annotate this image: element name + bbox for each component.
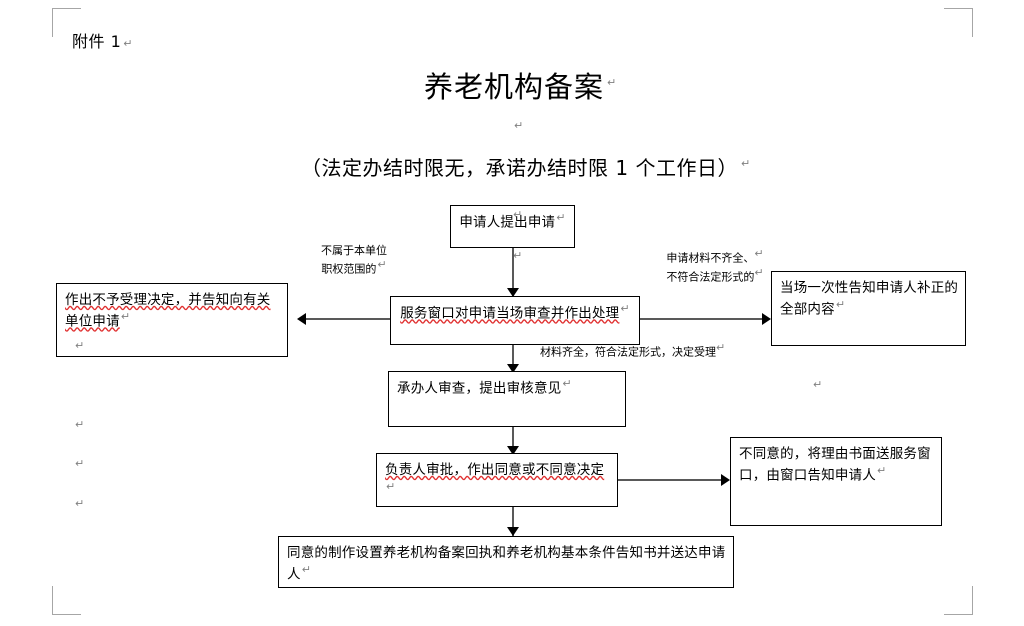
annotation-materials-complete-text: 材料齐全，符合法定形式，决定受理 bbox=[540, 345, 716, 359]
arrowhead-down-icon bbox=[507, 527, 519, 536]
flow-box-disagree-notice: 不同意的，将理由书面送服务窗口，由窗口告知申请人↵ bbox=[730, 437, 942, 526]
connector-leader-approval-to-disagree-notice bbox=[618, 479, 721, 481]
annotation-not-in-scope-line2: 职权范围的↵ bbox=[321, 258, 387, 276]
connector-handler-review-to-leader-approval bbox=[512, 427, 514, 455]
paragraph-mark-icon: ↵ bbox=[877, 464, 887, 477]
annotation-not-in-scope: 不属于本单位 职权范围的↵ bbox=[299, 243, 409, 278]
arrowhead-down-icon bbox=[507, 364, 519, 373]
flow-box-agree-issue: 同意的制作设置养老机构备案回执和养老机构基本条件告知书并送达申请人↵ bbox=[278, 536, 734, 588]
paragraph-mark-icon: ↵ bbox=[514, 119, 524, 132]
flow-box-apply: 申请人提出申请↵ bbox=[450, 205, 575, 248]
arrowhead-right-icon bbox=[721, 474, 730, 486]
flow-box-window-review-label: 服务窗口对申请当场审查并作出处理↵ bbox=[400, 302, 630, 322]
flow-box-leader-approval: 负责人审批，作出同意或不同意决定↵ bbox=[376, 453, 618, 507]
page-subtitle: （法定办结时限无，承诺办结时限 1 个工作日）↵ bbox=[301, 152, 751, 181]
page-subtitle-text: （法定办结时限无，承诺办结时限 1 个工作日） bbox=[301, 156, 738, 180]
margin-corner-bottom-left-icon bbox=[52, 586, 81, 615]
attachment-label-text: 附件 1 bbox=[72, 32, 122, 51]
annotation-materials-incomplete-line2: 不符合法定形式的↵ bbox=[666, 265, 764, 284]
arrowhead-down-icon bbox=[507, 288, 519, 297]
connector-window-review-to-handler-review bbox=[512, 345, 514, 373]
paragraph-mark-icon: ↵ bbox=[813, 378, 823, 391]
margin-corner-bottom-right-icon bbox=[944, 586, 973, 615]
arrowhead-right-icon bbox=[762, 313, 771, 325]
paragraph-mark-icon: ↵ bbox=[75, 497, 85, 510]
paragraph-mark-icon: ↵ bbox=[75, 339, 85, 352]
page-title: 养老机构备案↵ bbox=[424, 64, 617, 106]
flow-box-leader-approval-label: 负责人审批，作出同意或不同意决定↵ bbox=[385, 462, 605, 493]
annotation-not-in-scope-line1: 不属于本单位 bbox=[321, 244, 387, 257]
paragraph-mark-icon: ↵ bbox=[562, 377, 572, 390]
flow-box-reject: 作出不予受理决定，并告知向有关单位申请↵ bbox=[56, 283, 288, 357]
annotation-materials-complete: 材料齐全，符合法定形式，决定受理↵ bbox=[540, 342, 725, 361]
paragraph-mark-icon: ↵ bbox=[75, 457, 85, 470]
paragraph-mark-icon: ↵ bbox=[620, 302, 630, 315]
annotation-materials-incomplete-line1: 申请材料不齐全、↵ bbox=[666, 247, 764, 265]
flow-box-handler-review: 承办人审查，提出审核意见↵ bbox=[388, 371, 626, 427]
arrowhead-down-icon bbox=[507, 446, 519, 455]
paragraph-mark-icon: ↵ bbox=[556, 211, 566, 224]
paragraph-mark-icon: ↵ bbox=[386, 480, 396, 493]
paragraph-mark-icon: ↵ bbox=[513, 208, 523, 221]
connector-apply-to-window-review bbox=[512, 248, 514, 296]
paragraph-mark-icon: ↵ bbox=[123, 37, 133, 50]
paragraph-mark-icon: ↵ bbox=[301, 563, 312, 576]
arrowhead-left-icon bbox=[297, 313, 306, 325]
margin-corner-top-right-icon bbox=[944, 8, 973, 37]
flow-box-apply-label: 申请人提出申请↵ bbox=[459, 211, 566, 231]
paragraph-mark-icon: ↵ bbox=[754, 265, 764, 279]
paragraph-mark-icon: ↵ bbox=[740, 157, 751, 171]
flow-box-window-review: 服务窗口对申请当场审查并作出处理↵ bbox=[390, 296, 640, 345]
flow-box-notify-supplement: 当场一次性告知申请人补正的全部内容↵ bbox=[771, 271, 966, 346]
flow-box-notify-supplement-label: 当场一次性告知申请人补正的全部内容↵ bbox=[780, 280, 959, 318]
paragraph-mark-icon: ↵ bbox=[377, 258, 387, 271]
flow-box-disagree-notice-label: 不同意的，将理由书面送服务窗口，由窗口告知申请人↵ bbox=[739, 446, 931, 484]
connector-leader-approval-to-agree-issue bbox=[512, 507, 514, 536]
connector-window-review-to-reject bbox=[306, 318, 390, 320]
flow-box-agree-issue-label: 同意的制作设置养老机构备案回执和养老机构基本条件告知书并送达申请人↵ bbox=[287, 545, 726, 583]
margin-corner-top-left-icon bbox=[52, 8, 81, 37]
paragraph-mark-icon: ↵ bbox=[835, 298, 846, 311]
paragraph-mark-icon: ↵ bbox=[607, 76, 618, 90]
annotation-materials-incomplete: 申请材料不齐全、↵ 不符合法定形式的↵ bbox=[650, 248, 780, 285]
page-title-text: 养老机构备案 bbox=[424, 70, 605, 104]
paragraph-mark-icon: ↵ bbox=[754, 247, 764, 260]
paragraph-mark-icon: ↵ bbox=[716, 341, 726, 354]
attachment-label: 附件 1↵ bbox=[72, 28, 133, 52]
flow-box-reject-label: 作出不予受理决定，并告知向有关单位申请↵ bbox=[65, 292, 271, 330]
flow-box-handler-review-label: 承办人审查，提出审核意见↵ bbox=[397, 377, 572, 397]
paragraph-mark-icon: ↵ bbox=[75, 418, 85, 431]
paragraph-mark-icon: ↵ bbox=[513, 249, 523, 262]
paragraph-mark-icon: ↵ bbox=[120, 310, 131, 323]
connector-window-review-to-notify-supplement bbox=[640, 318, 762, 320]
